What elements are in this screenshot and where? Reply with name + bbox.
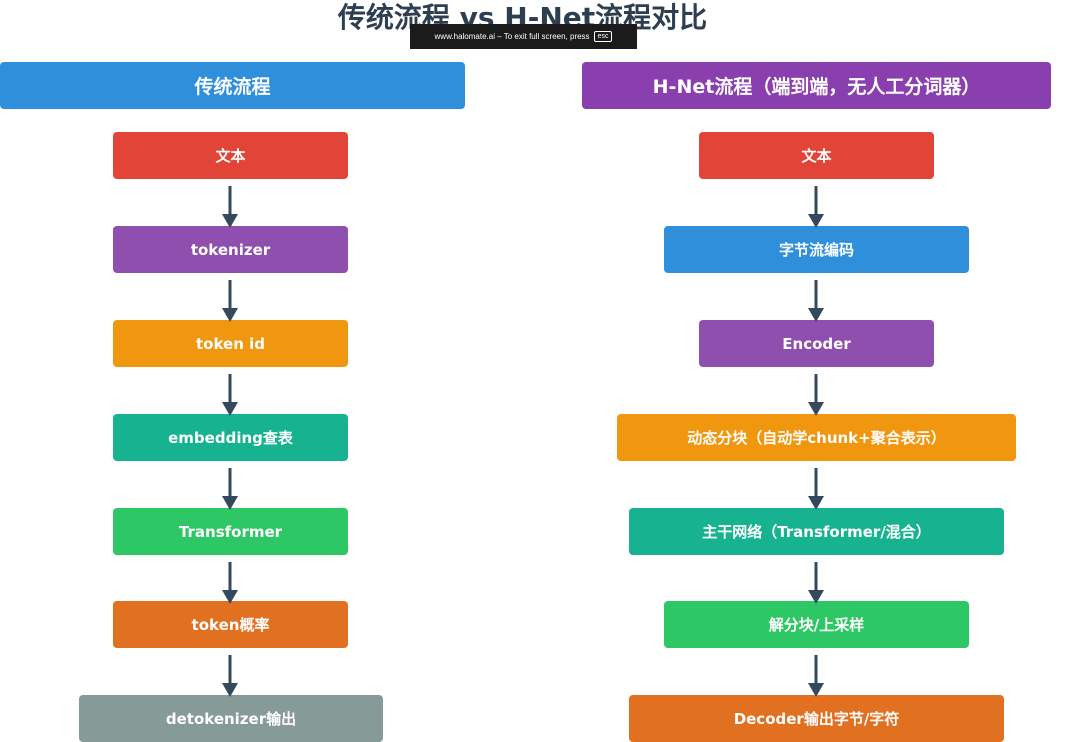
traditional-arrow-6 — [222, 655, 238, 697]
hnet-arrow-2 — [808, 280, 824, 322]
hnet-step-text: 文本 — [699, 132, 934, 179]
traditional-step-text: 文本 — [113, 132, 348, 179]
traditional-header: 传统流程 — [0, 62, 465, 109]
hnet-step-encoder: Encoder — [699, 320, 934, 367]
hnet-arrow-4 — [808, 468, 824, 510]
traditional-step-token-id: token id — [113, 320, 348, 367]
hnet-step-dynamic-chunk: 动态分块（自动学chunk+聚合表示） — [617, 414, 1016, 461]
traditional-step-detokenizer: detokenizer输出 — [79, 695, 383, 742]
traditional-arrow-4 — [222, 468, 238, 510]
hnet-step-decoder: Decoder输出字节/字符 — [629, 695, 1004, 742]
traditional-step-tokenizer: tokenizer — [113, 226, 348, 273]
hnet-arrow-1 — [808, 186, 824, 228]
fullscreen-notice-text: www.halomate.ai – To exit full screen, p… — [434, 32, 590, 41]
traditional-step-token-prob: token概率 — [113, 601, 348, 648]
traditional-arrow-2 — [222, 280, 238, 322]
hnet-step-byte-encode: 字节流编码 — [664, 226, 969, 273]
hnet-arrow-3 — [808, 374, 824, 416]
esc-key-hint: esc — [593, 31, 613, 42]
fullscreen-notice: www.halomate.ai – To exit full screen, p… — [410, 24, 637, 49]
traditional-arrow-3 — [222, 374, 238, 416]
hnet-arrow-6 — [808, 655, 824, 697]
traditional-arrow-1 — [222, 186, 238, 228]
hnet-arrow-5 — [808, 562, 824, 604]
traditional-arrow-5 — [222, 562, 238, 604]
hnet-step-dechunk: 解分块/上采样 — [664, 601, 969, 648]
hnet-step-backbone: 主干网络（Transformer/混合） — [629, 508, 1004, 555]
traditional-step-embedding: embedding查表 — [113, 414, 348, 461]
traditional-step-transformer: Transformer — [113, 508, 348, 555]
hnet-header: H-Net流程（端到端，无人工分词器） — [582, 62, 1051, 109]
